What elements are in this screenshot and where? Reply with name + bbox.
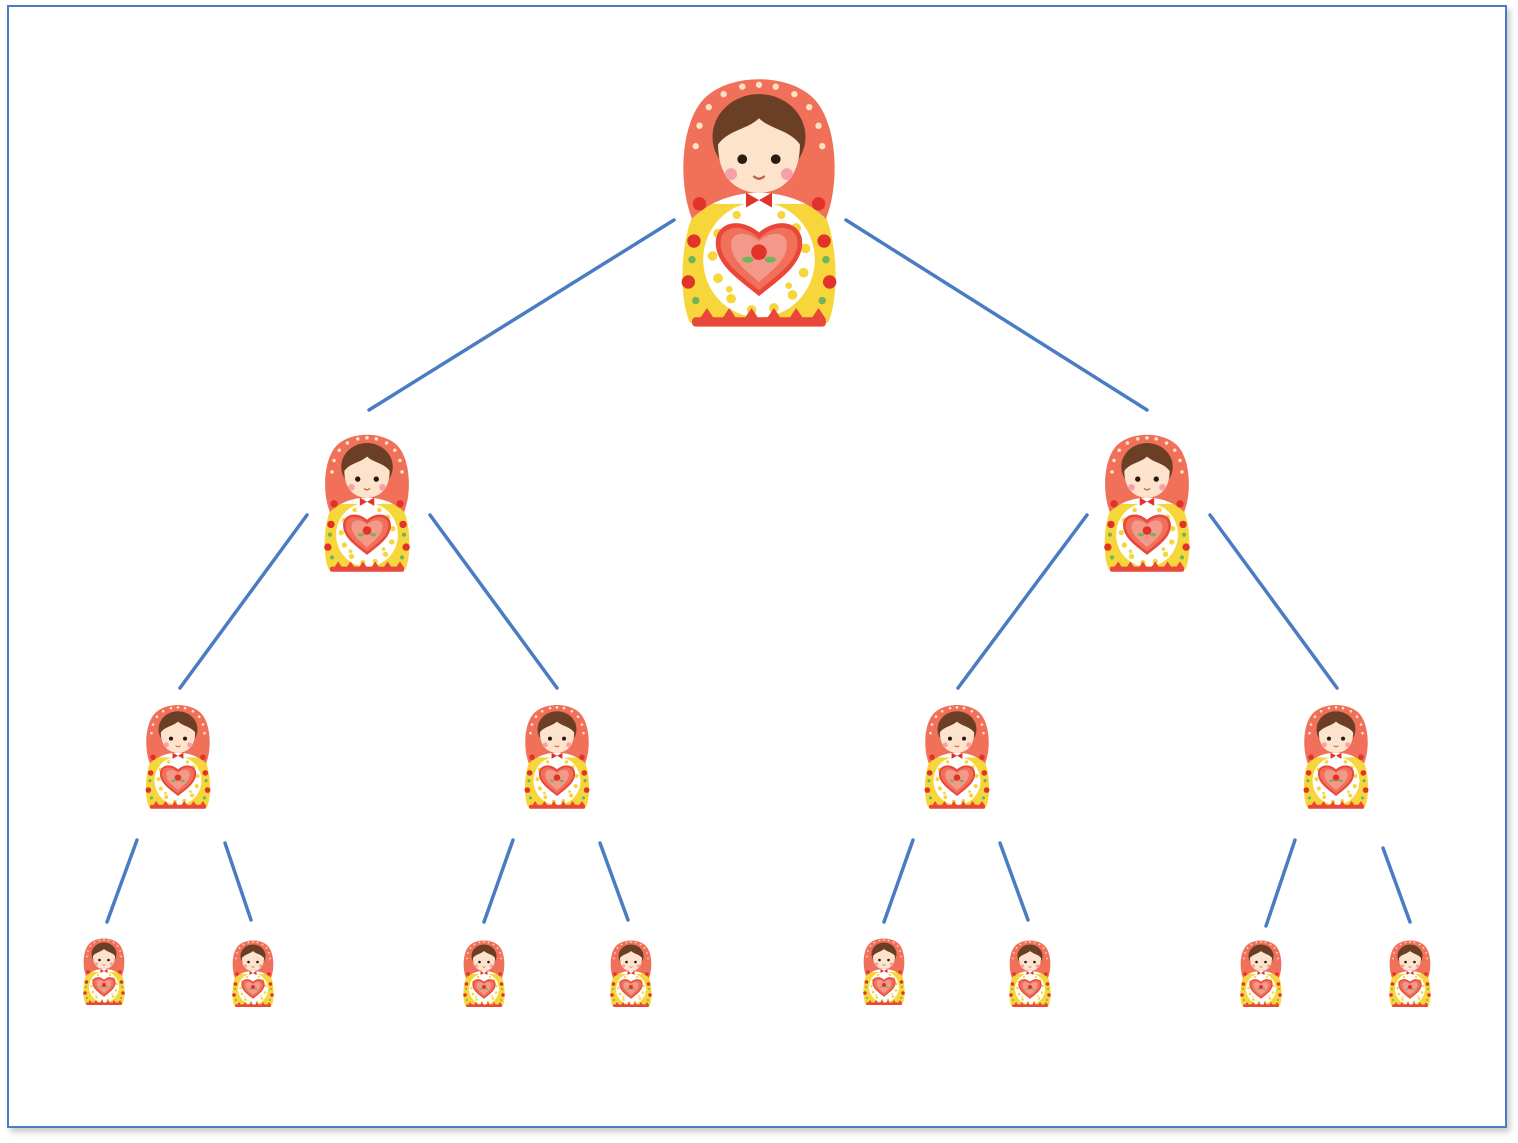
matryoshka-doll-icon: [1008, 939, 1052, 1008]
matryoshka-doll-icon: [862, 937, 906, 1006]
tree-edge: [882, 838, 915, 924]
matryoshka-doll-icon: [322, 433, 412, 574]
tree-edge: [1208, 513, 1339, 690]
tree-edge: [1381, 846, 1412, 924]
tree-edge: [178, 513, 309, 690]
matryoshka-doll-icon: [523, 704, 591, 810]
matryoshka-doll-icon: [1388, 939, 1432, 1008]
matryoshka-doll-icon: [1239, 939, 1283, 1008]
tree-edge: [428, 513, 559, 690]
matryoshka-doll-icon: [144, 704, 212, 810]
tree-edge: [844, 218, 1149, 412]
tree-edge: [482, 838, 515, 924]
matryoshka-doll-icon: [682, 79, 837, 326]
tree-edge: [956, 513, 1089, 690]
matryoshka-doll-icon: [1302, 704, 1370, 810]
tree-edge: [998, 841, 1030, 922]
tree-edge: [1264, 838, 1297, 928]
matryoshka-doll-icon: [231, 939, 275, 1008]
matryoshka-doll-icon: [923, 704, 991, 810]
tree-edge: [598, 841, 630, 922]
tree-edge: [367, 218, 676, 412]
tree-edge: [223, 841, 253, 922]
matryoshka-doll-icon: [609, 939, 653, 1008]
matryoshka-doll-icon: [1102, 433, 1192, 574]
matryoshka-doll-icon: [82, 937, 126, 1006]
tree-edge: [105, 838, 139, 924]
matryoshka-doll-icon: [462, 939, 506, 1008]
